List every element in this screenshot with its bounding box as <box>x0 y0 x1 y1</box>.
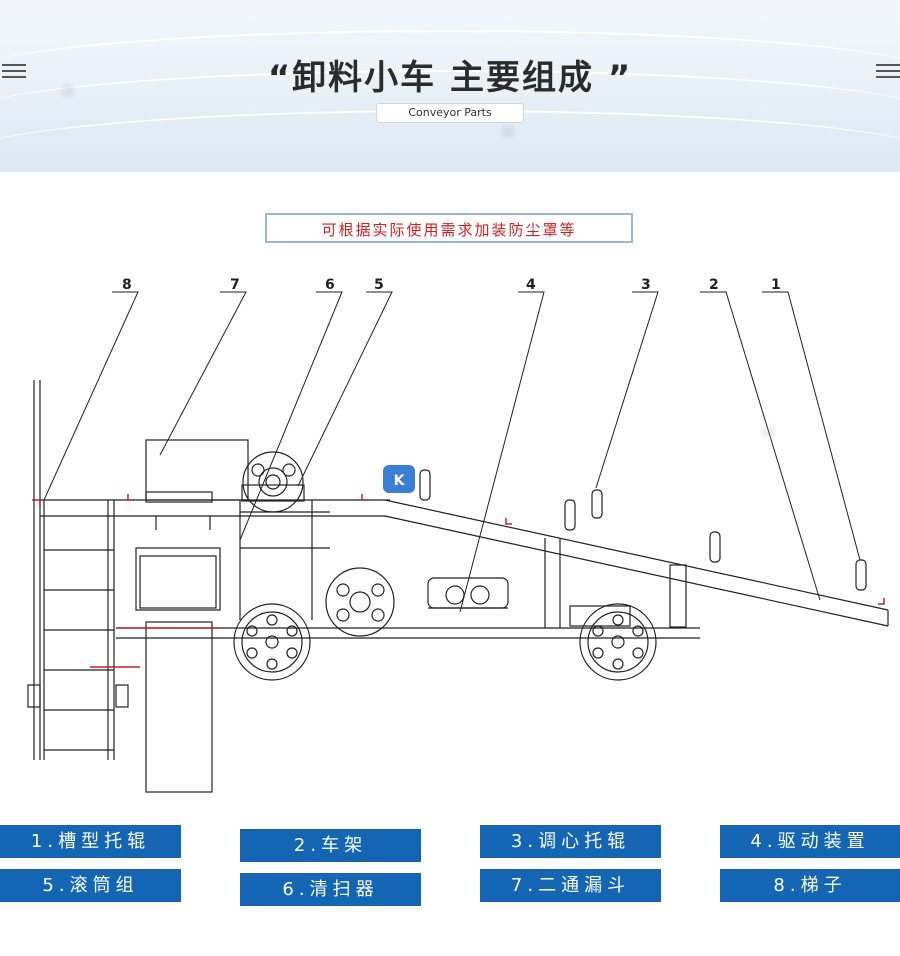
wheel-left <box>233 603 311 681</box>
legend-item-8[interactable]: 8.梯子 <box>720 869 900 902</box>
hopper <box>135 439 249 793</box>
markers <box>32 494 885 668</box>
menu-icon-right[interactable] <box>876 64 900 80</box>
legend-item-4[interactable]: 4.驱动装置 <box>720 825 900 858</box>
wheel-right <box>579 603 657 681</box>
drum-pulley <box>325 567 395 637</box>
callout-6: 6 <box>325 277 335 293</box>
drive-unit <box>427 577 509 609</box>
legend-item-5[interactable]: 5.滚筒组 <box>0 869 181 902</box>
legend-item-6[interactable]: 6.清扫器 <box>240 873 421 906</box>
callout-3: 3 <box>641 277 651 293</box>
conveyor-belt <box>384 499 889 627</box>
notice-banner: 可根据实际使用需求加装防尘罩等 <box>265 213 633 243</box>
ladder <box>27 380 129 760</box>
callout-1: 1 <box>771 277 781 293</box>
callout-2: 2 <box>709 277 719 293</box>
decor-wave <box>0 30 900 122</box>
decor-wave <box>0 70 900 162</box>
leader-lines <box>43 291 861 613</box>
legend-item-3[interactable]: 3.调心托辊 <box>480 825 661 858</box>
legend-item-7[interactable]: 7.二通漏斗 <box>480 869 661 902</box>
logo-icon: K <box>383 465 415 493</box>
callout-8: 8 <box>122 277 132 293</box>
page-title: “卸料小车 主要组成 ” <box>267 58 633 98</box>
menu-icon-left[interactable] <box>2 64 26 80</box>
callout-7: 7 <box>230 277 240 293</box>
conveyor-diagram: 8 7 6 5 4 3 2 1 K <box>27 277 889 793</box>
page-subtitle: Conveyor Parts <box>376 103 524 123</box>
callout-4: 4 <box>526 277 536 293</box>
idlers <box>419 469 867 591</box>
header-banner: “卸料小车 主要组成 ” Conveyor Parts <box>0 0 900 172</box>
legend-item-2[interactable]: 2.车架 <box>240 829 421 862</box>
callout-5: 5 <box>374 277 384 293</box>
legend-item-1[interactable]: 1.槽型托辊 <box>0 825 181 858</box>
svg-text:K: K <box>394 473 406 489</box>
